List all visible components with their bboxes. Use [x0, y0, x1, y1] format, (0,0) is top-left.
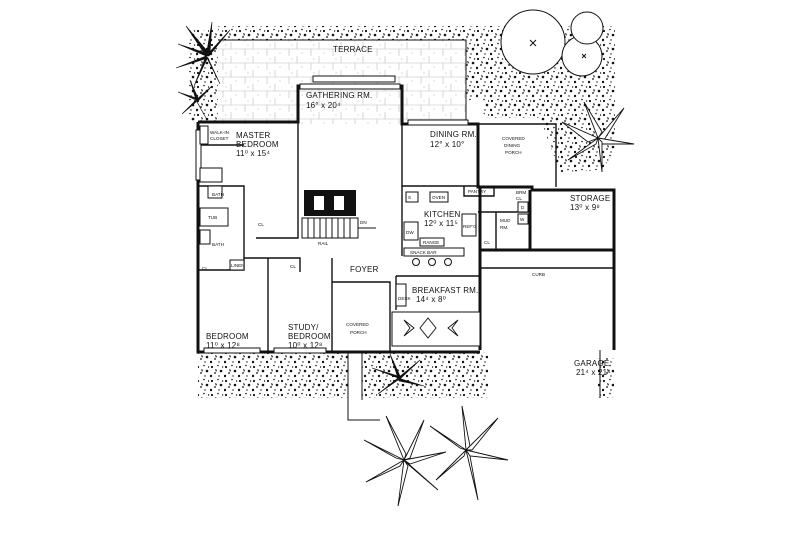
covered-dining-porch-1: COVERED — [502, 136, 525, 141]
master-bedroom-size: 11⁰ x 15⁴ — [236, 149, 270, 158]
linen-label: LINEN — [231, 263, 245, 268]
palm-tree-front-large-right — [429, 405, 509, 501]
study-closet-label: CL — [290, 264, 296, 269]
rail-label: RAIL — [318, 241, 329, 246]
windows — [195, 83, 469, 354]
bath-2-label: BATH — [212, 242, 224, 247]
palm-tree-left-small — [177, 79, 213, 119]
garage-name: GARAGE — [574, 359, 609, 368]
washer-label: W — [520, 217, 525, 222]
breakfast-planter — [391, 311, 481, 347]
oven-label: OVEN — [432, 195, 445, 200]
covered-porch-2: PORCH — [350, 330, 367, 335]
storage-name: STORAGE — [570, 194, 610, 203]
breakfast-room-name: BREAKFAST RM. — [412, 286, 478, 295]
desk-label: DESK — [398, 296, 411, 301]
garage-details: CURB — [532, 272, 601, 398]
broom-closet-label-2: CL — [516, 196, 522, 201]
bedroom-closet-label: CL — [202, 266, 208, 271]
bath-fixtures: WALK-IN CLOSET BATH TUB BATH CL CL LINEN… — [199, 125, 296, 271]
range-label: RANGE — [423, 240, 439, 245]
broom-closet-label-1: BRM — [516, 190, 526, 195]
master-bedroom-name-1: MASTER — [236, 131, 271, 140]
stair-down-label: DN — [360, 220, 367, 225]
pantry-label: PANTRY — [468, 189, 486, 194]
palm-tree-right — [561, 101, 635, 173]
fireplace — [304, 190, 356, 216]
round-trees-top-right — [500, 9, 604, 77]
gathering-room-size: 16° x 20⁴ — [306, 101, 341, 110]
covered-dining-porch-2: DINING — [504, 143, 521, 148]
dryer-label: D — [521, 205, 525, 210]
terrace: TERRACE — [218, 39, 467, 124]
covered-dining-porch-3: PORCH — [505, 150, 522, 155]
kitchen-size: 12⁰ x 11⁵ — [424, 219, 458, 228]
stair: RAIL DN — [301, 217, 376, 246]
landscape-beds — [189, 26, 615, 398]
master-closet-label: CL — [258, 222, 264, 227]
study-bedroom-name-2: BEDROOM — [288, 332, 331, 341]
study-bedroom-name-1: STUDY/ — [288, 323, 319, 332]
covered-porch-1: COVERED — [346, 322, 369, 327]
walk-in-closet-label-2: CLOSET — [210, 136, 229, 141]
mud-room-1: MUD — [500, 218, 511, 223]
palm-tree-top-left — [175, 21, 231, 87]
kitchen-fixtures: S OVEN DW RANGE SNACK BAR REF'G PANTRY B… — [395, 189, 529, 307]
breakfast-room-size: 14⁴ x 8⁰ — [416, 295, 446, 304]
mud-room-2: RM. — [500, 225, 508, 230]
curb-label: CURB — [532, 272, 545, 277]
mud-closet-label: CL — [484, 240, 490, 245]
palm-tree-front — [371, 353, 425, 395]
room-labels: GATHERING RM. 16° x 20⁴ DINING RM. 12° x… — [206, 91, 611, 377]
kitchen-name: KITCHEN — [424, 210, 461, 219]
refrigerator-label: REF'G — [463, 224, 477, 229]
dining-room-size: 12° x 10° — [430, 140, 464, 149]
snack-bar-label: SNACK BAR — [410, 250, 437, 255]
palm-tree-front-large-left — [363, 415, 447, 507]
garage-size: 21⁴ x 21⁴ — [576, 368, 611, 377]
bedroom-size: 11⁰ x 12⁸ — [206, 341, 240, 350]
tub-label: TUB — [208, 215, 217, 220]
walk-in-closet-label-1: WALK-IN — [210, 130, 229, 135]
dishwasher-label: DW — [406, 230, 414, 235]
front-walk — [347, 352, 380, 421]
terrace-label: TERRACE — [333, 45, 373, 54]
foyer-label: FOYER — [350, 265, 379, 274]
gathering-room-name: GATHERING RM. — [306, 91, 372, 100]
storage-size: 13⁰ x 9⁸ — [570, 203, 600, 212]
kitchen-sink-label: S — [408, 195, 411, 200]
dining-room-name: DINING RM. — [430, 130, 477, 139]
study-bedroom-size: 10⁰ x 12⁸ — [288, 341, 323, 350]
bedroom-name: BEDROOM — [206, 332, 249, 341]
bath-1-label: BATH — [212, 192, 224, 197]
master-bedroom-name-2: BEDROOM — [236, 140, 279, 149]
